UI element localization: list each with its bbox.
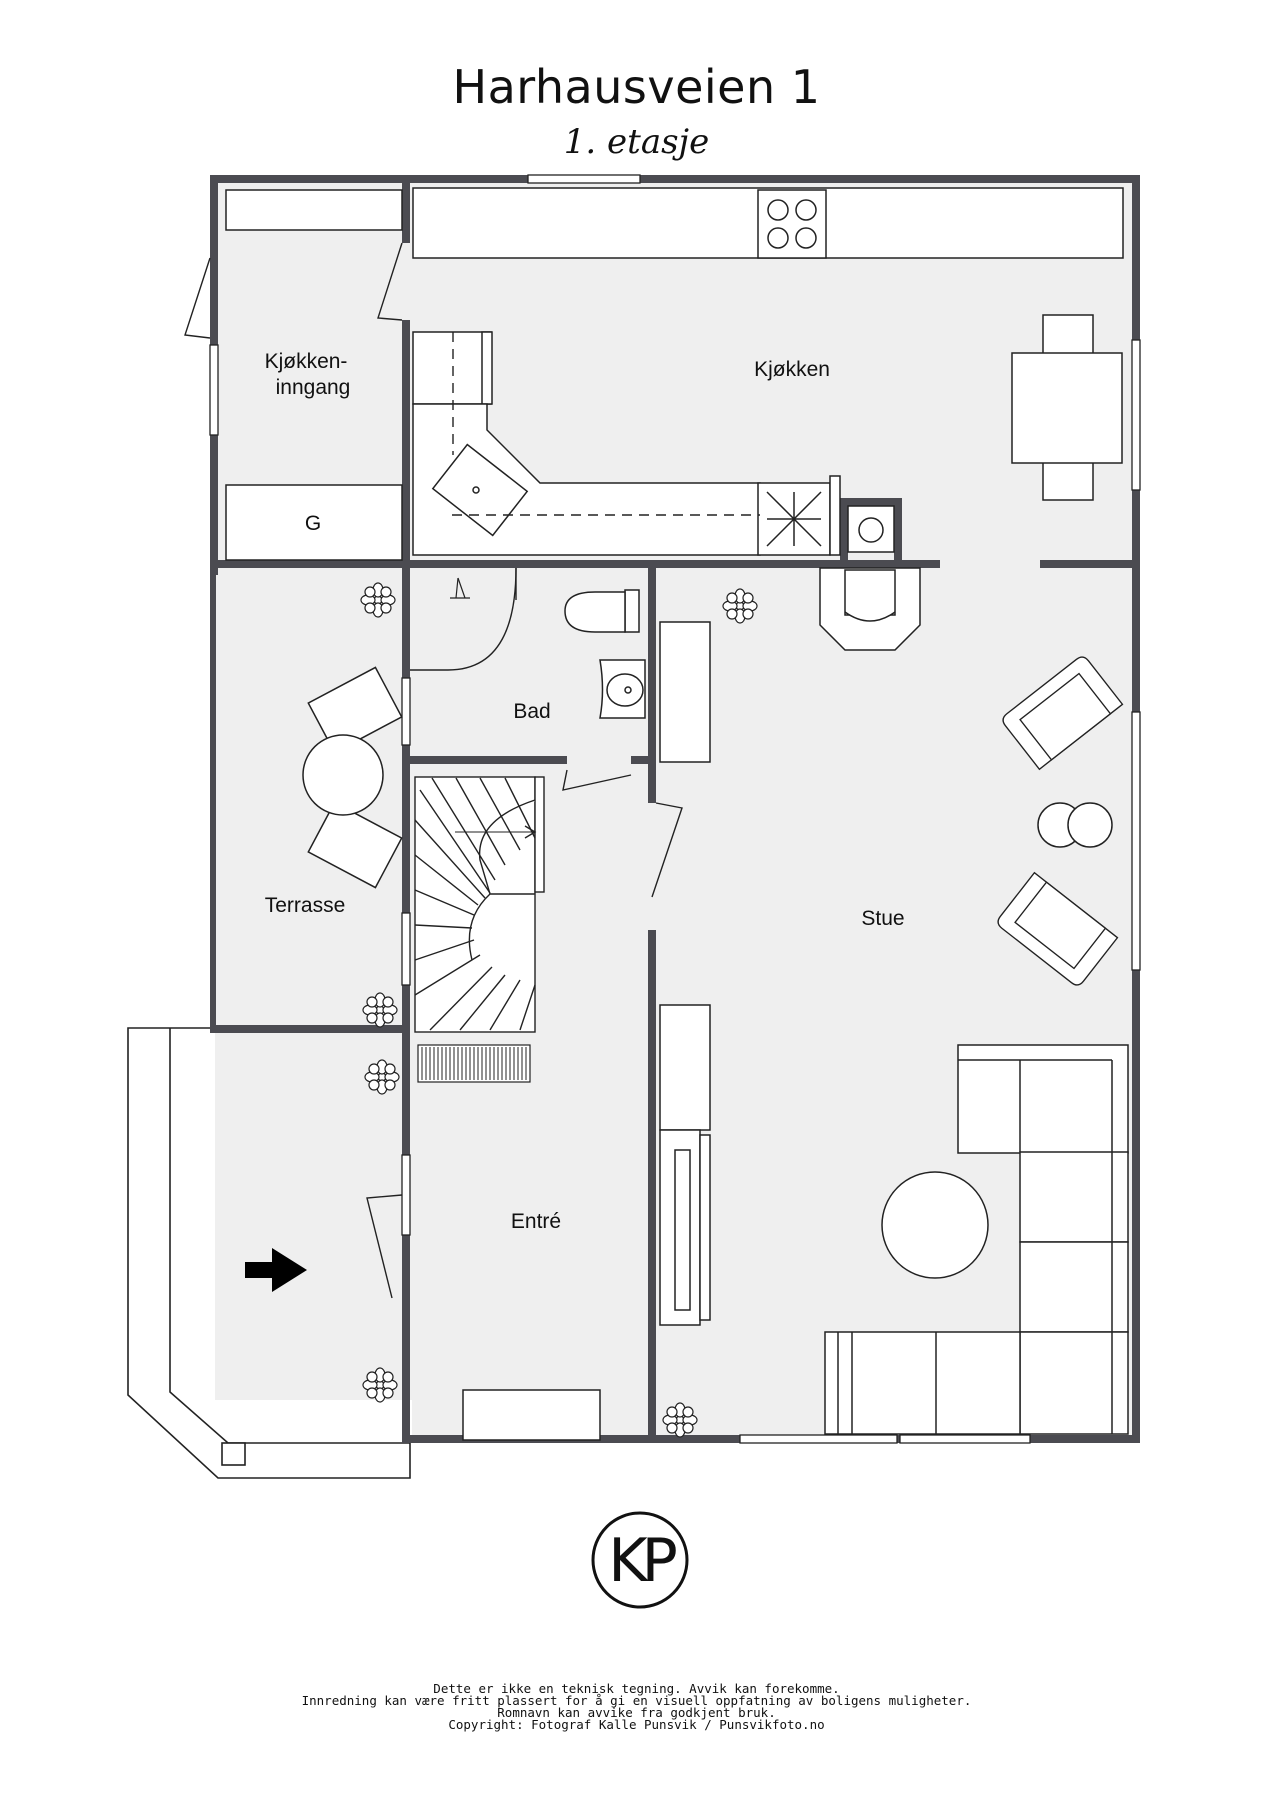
entrance-storage: [225, 189, 403, 561]
kitchen-outline-dashed: [452, 332, 760, 516]
living-room-furniture: [659, 621, 1129, 1435]
fireplace: [819, 567, 921, 651]
doors: [184, 242, 683, 1299]
room-label-entre: Entré: [511, 1210, 561, 1233]
room-label-terrasse: Terrasse: [265, 894, 346, 917]
kp-logo: KP: [591, 1511, 689, 1609]
entrance-deck: [127, 1027, 411, 1479]
kitchen-fixtures: [412, 187, 1124, 556]
shoe-rack: [417, 1044, 531, 1083]
windows: [209, 174, 1141, 1444]
terrace-furniture: [302, 666, 403, 889]
entrance-arrow-icon: [245, 1248, 307, 1292]
room-label-garderobe: G: [305, 512, 321, 535]
room-label-kjokken: Kjøkken: [754, 358, 830, 381]
entry-bench: [462, 1389, 601, 1441]
kp-logo-text: KP: [608, 1526, 676, 1596]
disclaimer: Dette er ikke en teknisk tegning. Avvik …: [0, 1681, 1273, 1732]
room-label-kjokkeninngang-1: Kjøkken-: [265, 350, 348, 373]
room-label-bad: Bad: [513, 700, 550, 723]
room-label-stue: Stue: [861, 907, 904, 930]
bathroom-fixtures: [450, 577, 646, 719]
disclaimer-line-2: Innredning kan være fritt plassert for å…: [301, 1693, 972, 1708]
disclaimer-line-4: Copyright: Fotograf Kalle Punsvik / Puns…: [448, 1717, 825, 1732]
dining-set: [1011, 314, 1123, 501]
plan-subtitle: 1. etasje: [563, 122, 710, 162]
disclaimer-line-3: Romnavn kan avvike fra godkjent bruk.: [497, 1705, 776, 1720]
room-label-kjokkeninngang-2: inngang: [276, 376, 351, 399]
staircase: [414, 776, 545, 1033]
disclaimer-line-1: Dette er ikke en teknisk tegning. Avvik …: [433, 1681, 840, 1696]
plan-title: Harhausveien 1: [452, 60, 821, 114]
